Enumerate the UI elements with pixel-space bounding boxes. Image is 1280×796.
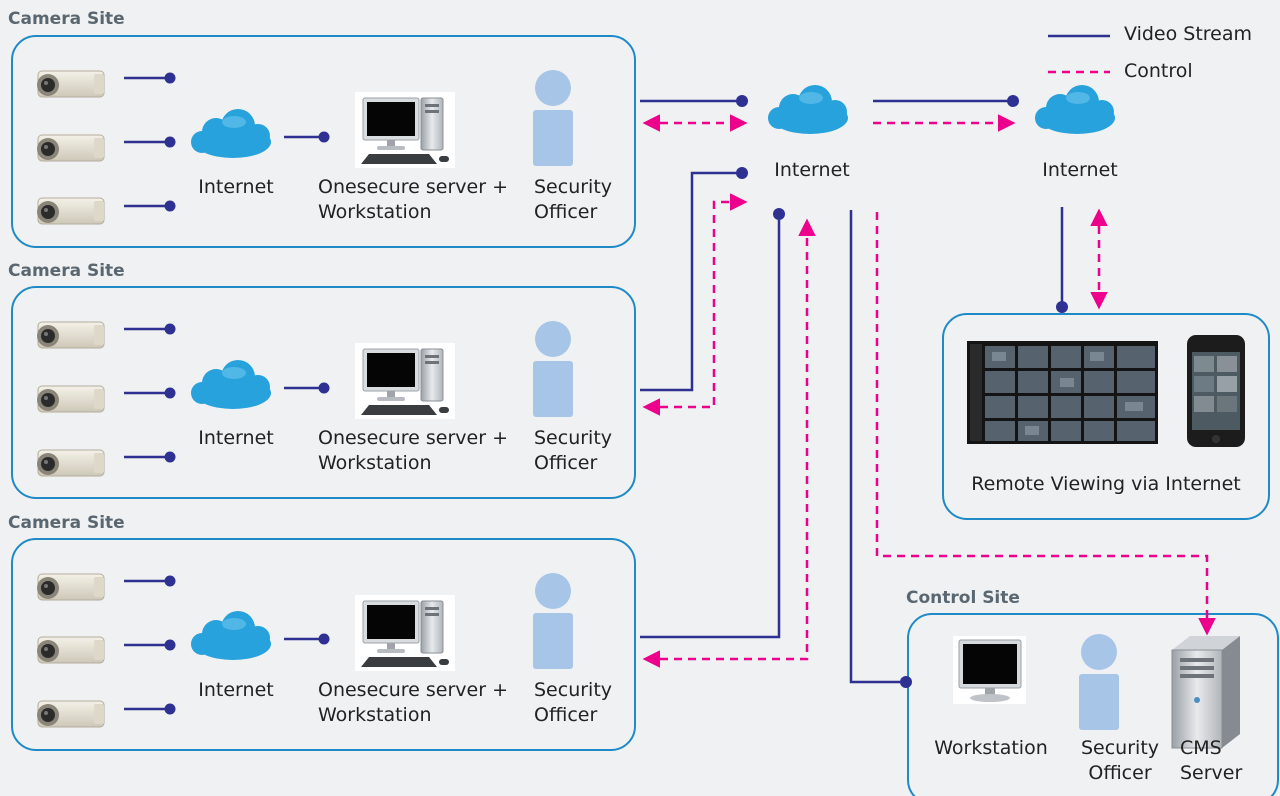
camera-site-title: Camera Site	[8, 9, 125, 29]
workstation-monitor-icon	[953, 636, 1026, 704]
server-label: Onesecure server + Workstation	[318, 427, 508, 474]
camera-icon	[36, 197, 105, 225]
workstation-icon	[354, 342, 456, 420]
camera-icon	[36, 134, 105, 162]
camera-icon	[36, 636, 105, 664]
security-officer-label: Security Officer	[534, 176, 613, 223]
cloud-icon	[191, 360, 271, 409]
smartphone-icon	[1187, 335, 1245, 447]
legend-control-label: Control	[1124, 60, 1193, 82]
internet-hub-label: Internet	[774, 159, 850, 181]
server-label: Onesecure server + Workstation	[318, 176, 508, 223]
security-officer-label: Security Officer	[534, 679, 613, 726]
security-officer-label: Security Officer	[1080, 737, 1160, 784]
security-officer-icon	[1079, 634, 1119, 730]
cms-server-icon	[1171, 636, 1240, 749]
camera-site-box-3	[11, 538, 636, 751]
camera-icon	[36, 573, 105, 601]
security-officer-icon	[533, 573, 573, 669]
remote-viewing-box	[942, 313, 1270, 520]
camera-site-title: Camera Site	[8, 261, 125, 281]
video-stream-line	[849, 210, 902, 684]
internet-label: Internet	[198, 176, 274, 198]
control-line	[642, 218, 816, 668]
camera-site-title: Camera Site	[8, 513, 125, 533]
security-officer-icon	[533, 70, 573, 166]
video-stream-line	[640, 220, 781, 639]
camera-icon	[36, 321, 105, 349]
site-2-cameras	[36, 321, 176, 477]
internet-hub-cloud-icon	[768, 85, 848, 134]
workstation-icon	[354, 91, 456, 169]
site-1-cameras	[36, 70, 176, 225]
workstation-icon	[354, 594, 456, 672]
camera-site-box-1	[11, 35, 636, 248]
workstation-label: Workstation	[934, 737, 1048, 759]
control-line	[875, 212, 1216, 636]
internet-label: Internet	[198, 679, 274, 701]
control-site-title: Control Site	[906, 588, 1020, 608]
remote-viewing-label: Remote Viewing via Internet	[971, 473, 1241, 495]
internet-remote-cloud-icon	[1035, 85, 1115, 134]
site-3-cameras	[36, 573, 176, 728]
camera-icon	[36, 700, 105, 728]
cloud-icon	[191, 109, 271, 158]
camera-icon	[36, 449, 105, 477]
internet-label: Internet	[198, 427, 274, 449]
video-stream-line	[640, 171, 738, 392]
camera-icon	[36, 70, 105, 98]
cloud-icon	[191, 611, 271, 660]
internet-remote-label: Internet	[1042, 159, 1118, 181]
security-officer-label: Security Officer	[534, 427, 613, 474]
camera-icon	[36, 385, 105, 413]
control-line	[642, 193, 748, 416]
server-label: Onesecure server + Workstation	[318, 679, 508, 726]
control-site-box	[907, 613, 1279, 796]
cms-server-label: CMS Server	[1180, 737, 1243, 784]
camera-site-box-2	[11, 286, 636, 499]
legend-video-label: Video Stream	[1124, 23, 1253, 45]
video-wall-monitor-icon	[967, 341, 1158, 444]
security-officer-icon	[533, 321, 573, 417]
